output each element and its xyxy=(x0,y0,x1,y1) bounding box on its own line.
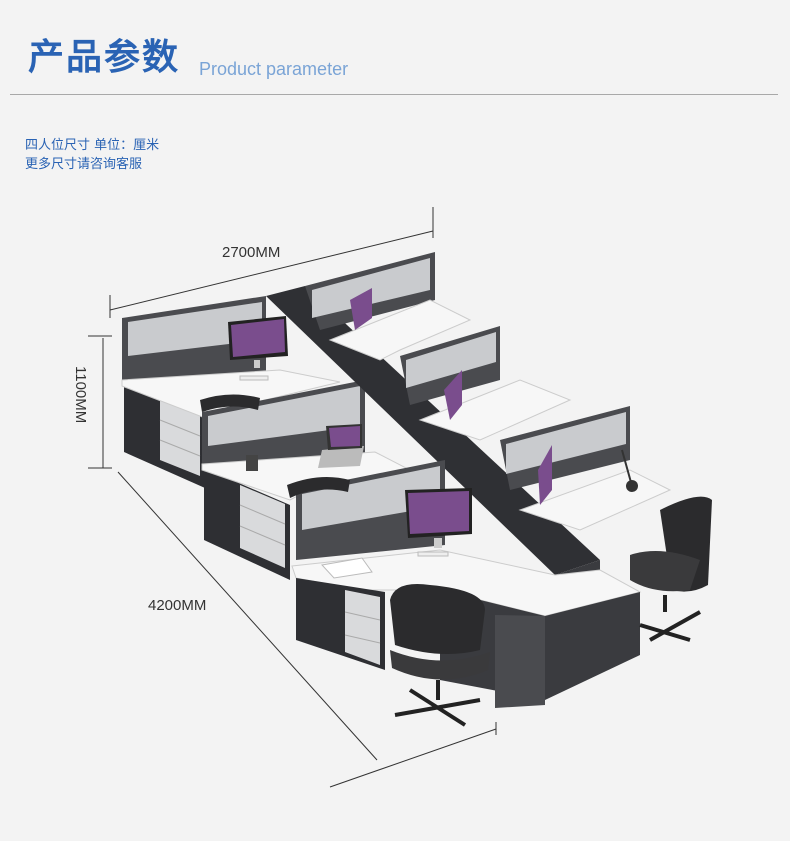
back-left-desk xyxy=(121,296,341,419)
dimension-lines xyxy=(88,207,497,788)
workstation-illustration: 2700MM 1100MM 4200MM xyxy=(72,207,712,788)
office-chair-front xyxy=(390,584,490,727)
width-dimension-label: 2700MM xyxy=(222,244,280,261)
depth-dimension-label: 4200MM xyxy=(148,597,206,614)
office-chair-right xyxy=(630,496,712,642)
consult-note: 更多尺寸请咨询客服 xyxy=(25,157,143,172)
middle-left-desk xyxy=(201,380,412,501)
page-title: 产品参数 xyxy=(28,37,181,78)
right-desks xyxy=(305,252,672,531)
middle-left-cabinet xyxy=(204,468,290,580)
header-divider xyxy=(10,94,778,95)
back-left-cabinet xyxy=(124,385,205,488)
office-chair-middle-left xyxy=(287,476,350,498)
size-unit-note: 四人位尺寸 单位：厘米 xyxy=(25,138,160,153)
height-dimension-label: 1100MM xyxy=(72,366,89,423)
page-header: 产品参数 Product parameter xyxy=(0,0,790,95)
page-subtitle: Product parameter xyxy=(199,59,349,79)
office-chair-back-left xyxy=(200,394,260,412)
front-left-desk xyxy=(291,460,642,617)
